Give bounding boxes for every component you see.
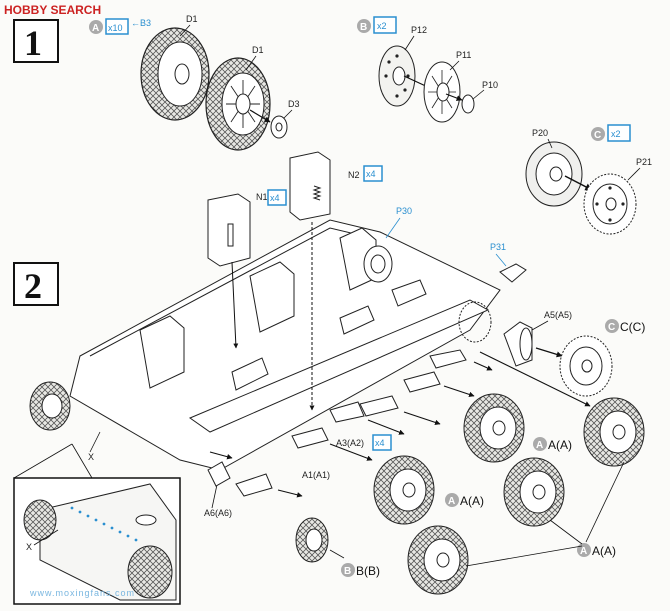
road-wheel-5: [407, 525, 469, 595]
suspension-arms: [235, 349, 467, 497]
part-n2: [289, 151, 331, 221]
group-b-qty: x2: [377, 21, 387, 31]
watermark: www.moxingfans.com: [30, 588, 135, 598]
group-a-qty: x10: [108, 23, 123, 33]
sprocket-p21: [583, 173, 637, 235]
sprocket-p20: [525, 141, 583, 207]
label-a6: A6(A6): [204, 508, 232, 518]
label-p20: P20: [532, 128, 548, 138]
group-c-badge: C x2: [591, 124, 631, 142]
road-wheel-2: [583, 397, 645, 467]
group-a-tag: ←B3: [131, 18, 151, 28]
svg-text:A: A: [580, 546, 587, 557]
svg-text:C: C: [608, 322, 615, 333]
label-p10: P10: [482, 80, 498, 90]
wheel-d1-front: [205, 57, 271, 151]
badge-a-a-2: A A(A): [445, 493, 484, 508]
detail-inset: [13, 443, 181, 605]
label-p31: P31: [490, 242, 506, 252]
step-1-box: 1: [13, 19, 59, 63]
label-p12: P12: [411, 25, 427, 35]
label-n1: N1: [256, 192, 268, 202]
step-1-number: 1: [24, 23, 42, 63]
part-n1: [207, 193, 251, 267]
wheel-p12: [378, 45, 416, 107]
label-x-inset: X: [26, 542, 32, 552]
logo-text: HOBBY SEARCH: [4, 3, 102, 17]
label-a1: A1(A1): [302, 470, 330, 480]
a3-qty: x4: [375, 438, 385, 448]
n2-qty: x4: [366, 169, 376, 179]
label-p11: P11: [456, 50, 471, 60]
group-a-letter: A: [92, 23, 99, 34]
label-d1-lower: D1: [252, 45, 264, 55]
label-a-a-1: A(A): [548, 438, 572, 452]
hull-front-wheel: [29, 381, 71, 431]
part-p31: [499, 263, 527, 283]
hub-a5: [503, 321, 533, 367]
road-wheel-4: [503, 457, 565, 527]
road-wheel-1: [463, 393, 525, 463]
label-d1-top: D1: [186, 14, 198, 24]
hull-chassis: [69, 219, 501, 471]
part-a6: [207, 461, 231, 487]
group-c-letter: C: [594, 130, 601, 141]
cap-d3: [270, 115, 288, 139]
badge-c-c: C C(C): [605, 319, 645, 334]
label-d3: D3: [288, 99, 300, 109]
step-2-number: 2: [24, 266, 42, 306]
label-a-a-2: A(A): [460, 494, 484, 508]
cap-p10: [461, 94, 475, 114]
badge-a-a-3: A A(A): [577, 543, 616, 558]
step-2-box: 2: [13, 262, 59, 306]
svg-text:A: A: [448, 496, 455, 507]
road-wheel-3: [373, 455, 435, 525]
label-p30: P30: [396, 206, 412, 216]
road-wheel-b: [295, 517, 329, 563]
group-b-badge: B x2: [357, 16, 397, 34]
hobbysearch-logo: HOBBY SEARCH: [4, 3, 101, 17]
group-c-qty: x2: [611, 129, 621, 139]
group-b-letter: B: [360, 22, 367, 33]
svg-text:A: A: [536, 440, 543, 451]
label-p21: P21: [636, 157, 652, 167]
n1-qty: x4: [270, 193, 280, 203]
label-n2: N2: [348, 170, 360, 180]
group-a-badge: A x10 ←B3: [89, 18, 151, 35]
badge-a-a-1: A A(A): [533, 437, 572, 452]
label-x-main: X: [88, 452, 94, 462]
badge-b-b: B B(B): [341, 563, 380, 578]
watermark-url: www.moxingfans.com: [30, 588, 136, 598]
wheel-d1-rear: [140, 27, 210, 121]
label-a-a-3: A(A): [592, 544, 616, 558]
sprocket-c: [559, 335, 613, 397]
label-a3: A3(A2): [336, 438, 364, 448]
label-a5: A5(A5): [544, 310, 572, 320]
label-c-c: C(C): [620, 320, 645, 334]
wheel-p11: [423, 61, 461, 123]
label-b-b: B(B): [356, 564, 380, 578]
svg-text:B: B: [344, 566, 351, 577]
